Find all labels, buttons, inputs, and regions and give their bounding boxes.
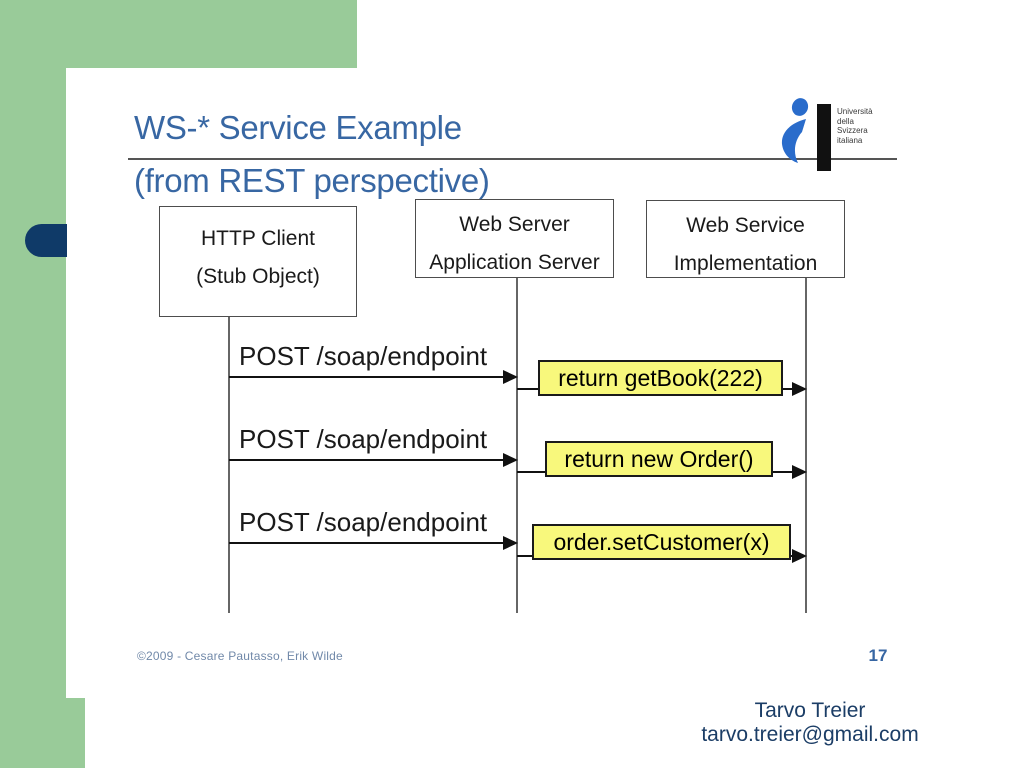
actor-label: Application Server	[429, 251, 600, 274]
usi-logo-word: italiana	[837, 135, 863, 145]
green-left-band	[0, 0, 66, 698]
arrow-head-icon	[792, 382, 807, 396]
usi-logo-bar	[817, 104, 831, 171]
note-return-new-order: return new Order()	[545, 441, 773, 477]
navy-pill-decoration	[25, 224, 67, 257]
usi-logo-word: Svizzera	[837, 126, 868, 135]
message-arrow-line	[229, 542, 507, 544]
arrow-head-icon	[503, 536, 518, 550]
message-arrow-line	[229, 376, 507, 378]
note-return-getbook: return getBook(222)	[538, 360, 783, 396]
page-number: 17	[868, 646, 888, 665]
lifeline-web-service	[805, 276, 807, 613]
actor-label: Web Service	[686, 214, 805, 237]
actor-label: HTTP Client	[201, 227, 315, 250]
usi-logo-figure-icon	[781, 98, 809, 163]
lifeline-web-server	[516, 276, 518, 613]
usi-logo-word: Università	[837, 107, 873, 116]
actor-box-web-service: Web Service Implementation	[646, 200, 845, 278]
slide-title-line1: WS-* Service Example	[134, 109, 462, 146]
contact-block: Tarvo Treier tarvo.treier@gmail.com	[630, 699, 990, 747]
message-arrow-line	[229, 459, 507, 461]
contact-name: Tarvo Treier	[754, 699, 866, 722]
message-label-post-3: POST /soap/endpoint	[239, 507, 488, 537]
message-label-post-2: POST /soap/endpoint	[239, 424, 488, 454]
arrow-head-icon	[503, 453, 518, 467]
arrow-head-icon	[792, 549, 807, 563]
actor-label: Web Server	[459, 213, 570, 236]
green-bottom-band	[0, 698, 85, 768]
actor-box-web-server: Web Server Application Server	[415, 199, 614, 278]
usi-logo-word: della	[837, 116, 854, 126]
usi-logo-wordmark: Università della Svizzera italiana	[837, 107, 907, 145]
copyright-text: ©2009 - Cesare Pautasso, Erik Wilde	[137, 649, 343, 663]
message-label-post-1: POST /soap/endpoint	[239, 341, 488, 371]
title-underline	[128, 158, 897, 160]
actor-label: Implementation	[673, 252, 818, 275]
actor-label: (Stub Object)	[196, 265, 320, 288]
arrow-head-icon	[503, 370, 518, 384]
note-order-setcustomer: order.setCustomer(x)	[532, 524, 791, 560]
actor-box-http-client: HTTP Client (Stub Object)	[159, 206, 357, 317]
slide-title-line2: (from REST perspective)	[134, 162, 490, 199]
contact-email: tarvo.treier@gmail.com	[701, 723, 919, 746]
arrow-head-icon	[792, 465, 807, 479]
